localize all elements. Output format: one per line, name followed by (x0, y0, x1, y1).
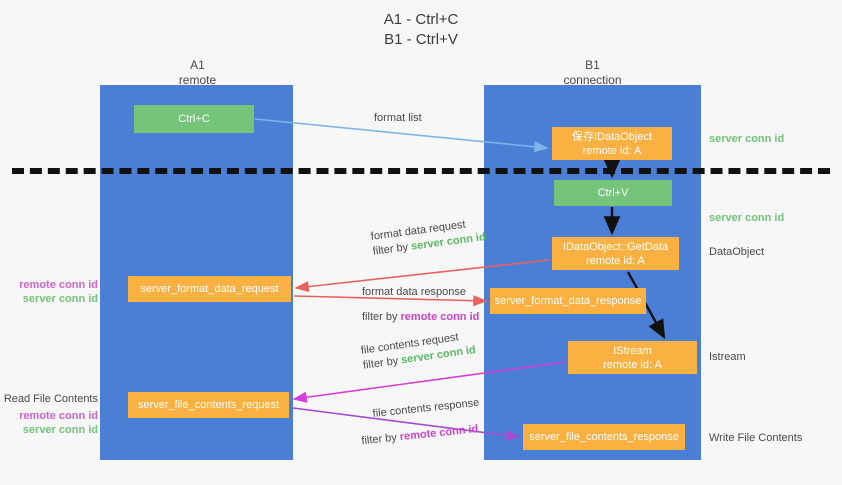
node-ctrl-c-label: Ctrl+C (178, 113, 210, 125)
edge-label-format-data-response-text: format data response (362, 286, 466, 298)
lane-a1-role: remote (178, 73, 217, 87)
filter-prefix: filter by (360, 431, 401, 448)
node-server-format-data-request[interactable]: server_format_data_request (128, 276, 291, 302)
lane-header-a1: A1 remote (120, 58, 275, 88)
node-istream-subtitle: remote id: A (603, 358, 662, 371)
title-line-1: A1 - Ctrl+C (383, 11, 459, 28)
diagram-title: A1 - Ctrl+C B1 - Ctrl+V (0, 10, 842, 50)
filter-prefix: filter by (362, 354, 403, 372)
phase-divider (12, 168, 830, 174)
edge-label-format-data-request: format data request filter by server con… (370, 215, 487, 260)
annotation-conn-ids-format: remote conn id server conn id (2, 278, 98, 306)
edge-label-format-list: format list (374, 111, 422, 126)
annotation-server-conn-id-top: server conn id (709, 133, 785, 145)
node-ctrl-c[interactable]: Ctrl+C (134, 105, 254, 133)
annotation-read-file-contents: Read File Contents (3, 393, 98, 405)
node-idataobject-getdata[interactable]: IDataObject::GetData remote id: A (552, 237, 679, 270)
annotation-server-conn-id-2: server conn id (22, 424, 98, 436)
node-server-file-contents-request[interactable]: server_file_contents_request (128, 392, 289, 418)
edge-label-file-contents-response-text: file contents response (372, 396, 480, 420)
edge-label-format-data-response: format data response filter by remote co… (362, 285, 479, 325)
lane-b1-name: B1 (585, 58, 600, 72)
node-server-format-data-response[interactable]: server_format_data_response (490, 288, 646, 314)
node-server-file-contents-response[interactable]: server_file_contents_response (523, 424, 685, 450)
lane-a1-name: A1 (190, 58, 205, 72)
node-getdata-title: IDataObject::GetData (562, 240, 669, 253)
node-server-format-data-request-label: server_format_data_request (140, 283, 279, 295)
node-istream[interactable]: IStream remote id: A (568, 341, 697, 374)
edge-label-format-data-response-filter: filter by remote conn id (362, 310, 479, 325)
title-line-2: B1 - Ctrl+V (384, 31, 458, 48)
annotation-istream: Istream (709, 351, 746, 363)
filter-key-remote-conn-id: remote conn id (399, 423, 479, 444)
annotation-write-file-contents: Write File Contents (709, 432, 803, 444)
annotation-read-file-contents-group: Read File Contents remote conn id server… (2, 392, 98, 437)
lane-header-b1: B1 connection (505, 58, 680, 88)
node-idataobject-title: 保存IDataObject (571, 130, 653, 143)
node-getdata-subtitle: remote id: A (586, 254, 645, 267)
node-idataobject[interactable]: 保存IDataObject remote id: A (552, 127, 672, 160)
node-server-file-contents-request-label: server_file_contents_request (137, 399, 280, 411)
filter-key-remote-conn-id: remote conn id (400, 311, 480, 323)
edge-label-file-contents-response: file contents response filter by remote … (361, 396, 483, 448)
edge-label-file-contents-response-filter: filter by remote conn id (361, 422, 483, 450)
filter-prefix: filter by (362, 311, 401, 323)
filter-prefix: filter by (372, 240, 412, 258)
node-server-file-contents-response-label: server_file_contents_response (529, 431, 679, 443)
edge-label-format-list-text: format list (374, 112, 422, 124)
annotation-remote-conn-id-2: remote conn id (19, 410, 98, 422)
node-ctrl-v[interactable]: Ctrl+V (554, 180, 672, 206)
annotation-remote-conn-id-1: remote conn id (19, 279, 98, 291)
annotation-server-conn-id-1: server conn id (22, 293, 98, 305)
node-istream-title: IStream (613, 344, 652, 357)
node-idataobject-subtitle: remote id: A (582, 144, 642, 157)
node-server-format-data-response-label: server_format_data_response (494, 295, 642, 307)
edge-label-file-contents-request: file contents request filter by server c… (360, 328, 477, 374)
lane-b1-role: connection (563, 73, 622, 87)
annotation-server-conn-id-mid: server conn id (709, 212, 785, 224)
node-ctrl-v-label: Ctrl+V (597, 187, 629, 199)
annotation-dataobject: DataObject (709, 246, 765, 258)
